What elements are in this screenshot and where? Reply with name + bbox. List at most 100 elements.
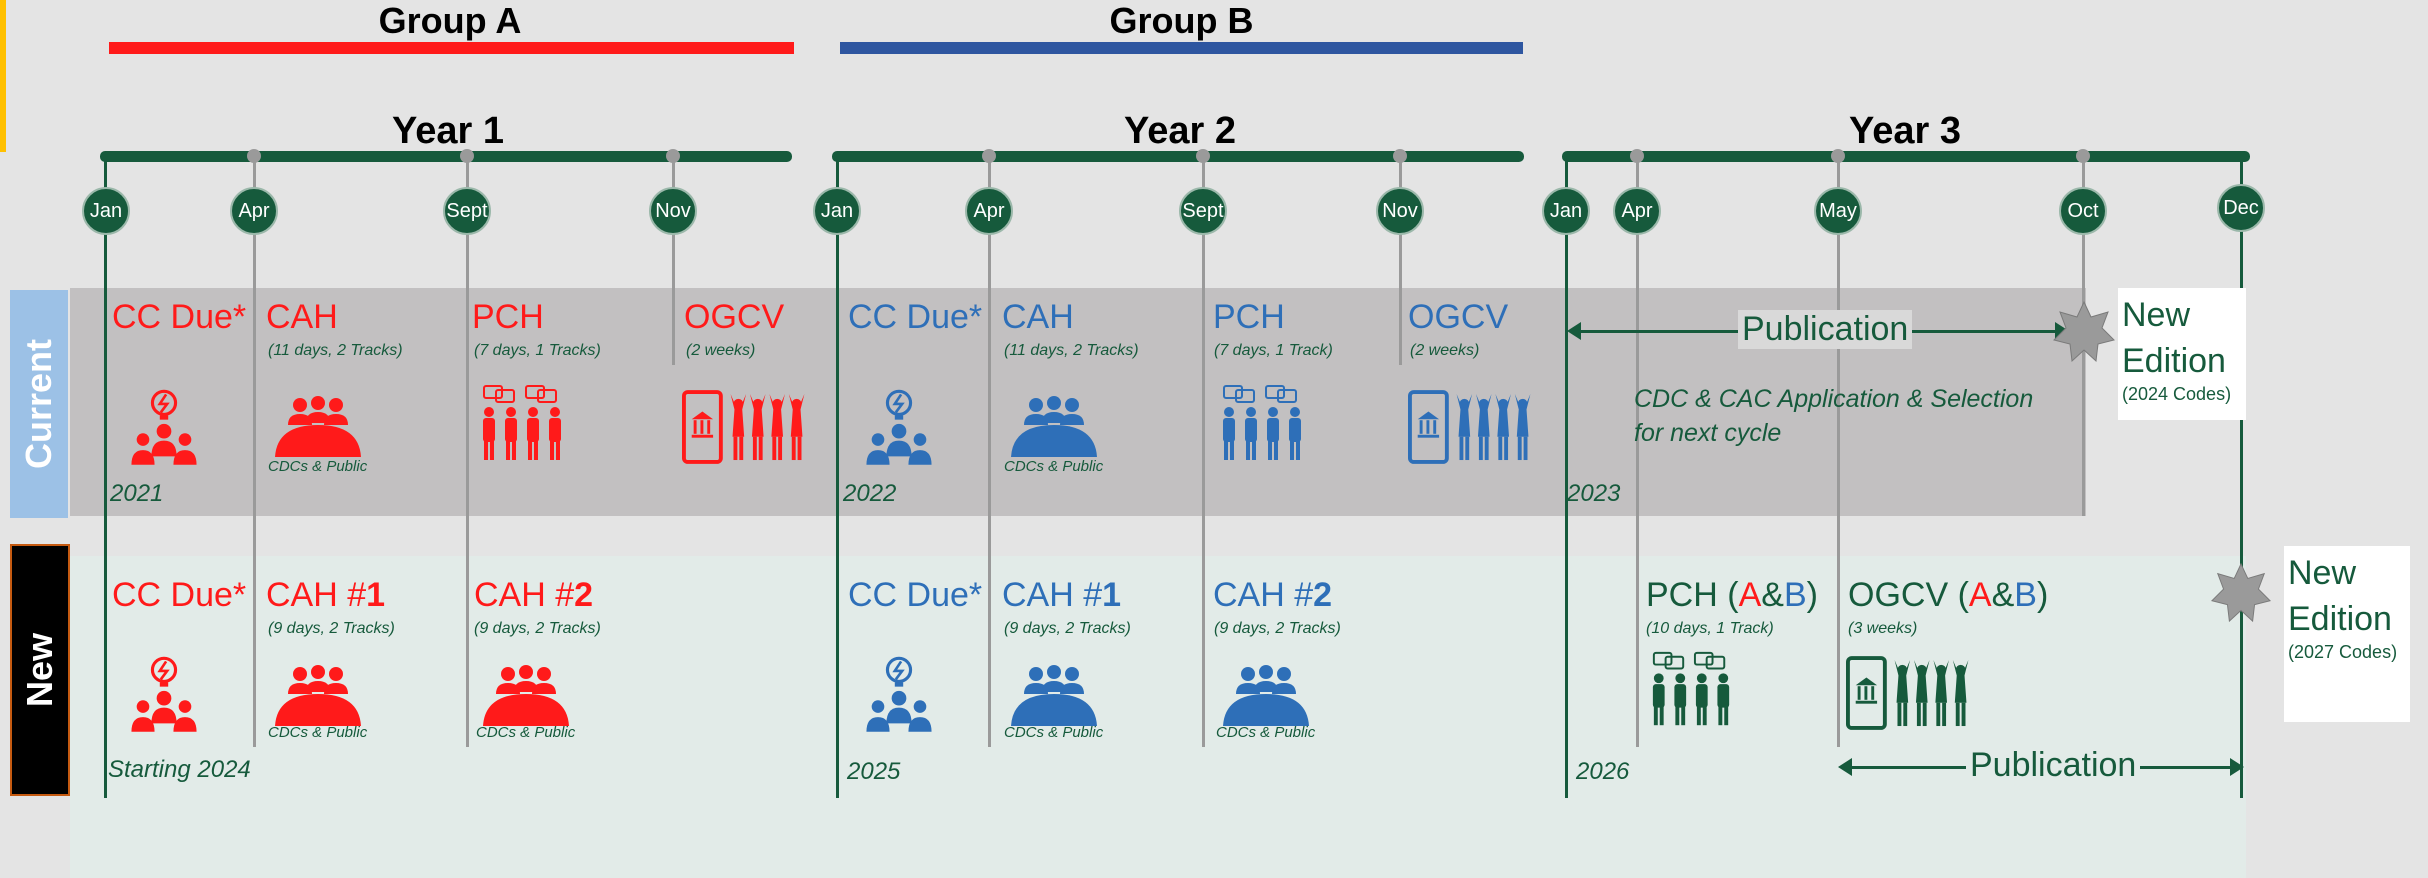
guide-line [466,160,469,747]
pch-detail: (7 days, 1 Track) [1214,342,1333,359]
cah-2-audience-note: CDCs & Public [1216,724,1316,741]
audience-icon [272,664,364,728]
row-label-new: New [10,544,70,796]
year-label: 2025 [847,758,901,785]
group-a-bar [109,42,794,54]
tick-dot [982,149,996,163]
star-icon [2210,562,2272,624]
discussion-group-icon [1648,650,1736,730]
year-1-title: Year 1 [392,110,504,152]
pch-close: ) [1806,576,1818,614]
mobile-crowd-icon [682,390,818,464]
month-sept: Sept [1179,187,1227,235]
guide-line [1399,160,1402,365]
ogcv-ab-label: OGCV (A&B) [1848,578,2048,612]
year-label: 2023 [1567,480,1621,507]
cah-2-text: CAH # [474,576,575,614]
timeline-axis-year-2 [832,151,1524,162]
month-apr: Apr [1613,187,1661,235]
guide-line [253,160,256,747]
audience-icon [1220,664,1312,728]
pch-label: PCH [1213,298,1285,336]
guide-line [1636,160,1639,747]
guide-line [988,160,991,747]
pch-ab-label: PCH (A&B) [1646,578,1818,612]
group-b-title: Group B [1109,0,1254,41]
pch-label: PCH [472,298,544,336]
new-edition-current: New Edition (2024 Codes) [2118,288,2246,420]
ogcv-group-a: A [1968,576,1992,614]
cah-detail: (11 days, 2 Tracks) [1004,342,1139,359]
month-jan: Jan [1542,187,1590,235]
cah-1-number: 1 [366,576,386,614]
cdc-selection-text: CDC & CAC Application & Selection for ne… [1634,382,2033,450]
pch-detail: (7 days, 1 Tracks) [474,342,601,359]
discussion-group-icon [1218,384,1308,464]
guide-line [1202,160,1205,747]
cah-label: CAH [1002,298,1074,336]
cah-1-text: CAH # [1002,576,1103,614]
audience-icon [1008,395,1100,459]
cah-1-detail: (9 days, 2 Tracks) [268,620,395,637]
pch-ampersand: & [1761,576,1784,614]
cah-2-number: 2 [574,576,594,614]
year-label: 2026 [1576,758,1630,785]
guide-line [1837,160,1840,747]
tick-dot [2076,149,2090,163]
month-jan: Jan [813,187,861,235]
cah-2-text: CAH # [1213,576,1314,614]
publication-label: Publication [1738,310,1913,349]
tick-dot [247,149,261,163]
tick-dot [1630,149,1644,163]
timeline-axis-year-1 [100,151,792,162]
year-2-title: Year 2 [1124,110,1236,152]
cdc-selection-line-1: CDC & CAC Application & Selection [1634,385,2034,413]
cah-audience-note: CDCs & Public [1004,458,1104,475]
year-start-line [1565,160,1568,798]
month-nov: Nov [649,187,697,235]
tick-dot [1393,149,1407,163]
idea-people-icon [122,385,206,469]
month-jan: Jan [82,187,130,235]
year-start-line [836,160,839,798]
edition-line-1: New [2288,554,2357,592]
pch-ab-text: PCH ( [1646,576,1739,614]
cah-audience-note: CDCs & Public [268,458,368,475]
cah-1-label: CAH #1 [266,578,385,612]
idea-people-icon [857,652,941,736]
ogcv-label: OGCV [684,298,785,336]
year-start-line [104,160,107,798]
tick-dot [666,149,680,163]
cah-1-audience-note: CDCs & Public [1004,724,1104,741]
pch-group-b: B [1783,576,1807,614]
cah-2-detail: (9 days, 2 Tracks) [474,620,601,637]
mobile-crowd-icon [1408,390,1544,464]
edition-codes: (2024 Codes) [2122,384,2232,404]
group-b-bar [840,42,1523,54]
year-label: 2022 [843,480,897,507]
cah-2-label: CAH #2 [474,578,593,612]
year-label: Starting 2024 [108,756,251,783]
ogcv-ab-text: OGCV ( [1848,576,1969,614]
year-end-line [2240,160,2243,798]
year-3-title: Year 3 [1849,110,1961,152]
edition-codes: (2027 Codes) [2288,642,2398,662]
month-oct: Oct [2059,187,2107,235]
discussion-group-icon [478,384,568,464]
cah-1-text: CAH # [266,576,367,614]
month-apr: Apr [230,187,278,235]
publication-label: Publication [1966,746,2141,785]
ogcv-detail: (2 weeks) [1410,342,1480,359]
ogcv-ab-detail: (3 weeks) [1848,620,1918,637]
month-may: May [1814,187,1862,235]
arrow-head-left [1838,758,1852,776]
month-sept: Sept [443,187,491,235]
tick-dot [1196,149,1210,163]
guide-line [672,160,675,365]
cah-1-detail: (9 days, 2 Tracks) [1004,620,1131,637]
tick-dot [460,149,474,163]
edition-line-2: Edition [2122,342,2226,380]
ogcv-ampersand: & [1991,576,2015,614]
ogcv-label: OGCV [1408,298,1509,336]
month-nov: Nov [1376,187,1424,235]
